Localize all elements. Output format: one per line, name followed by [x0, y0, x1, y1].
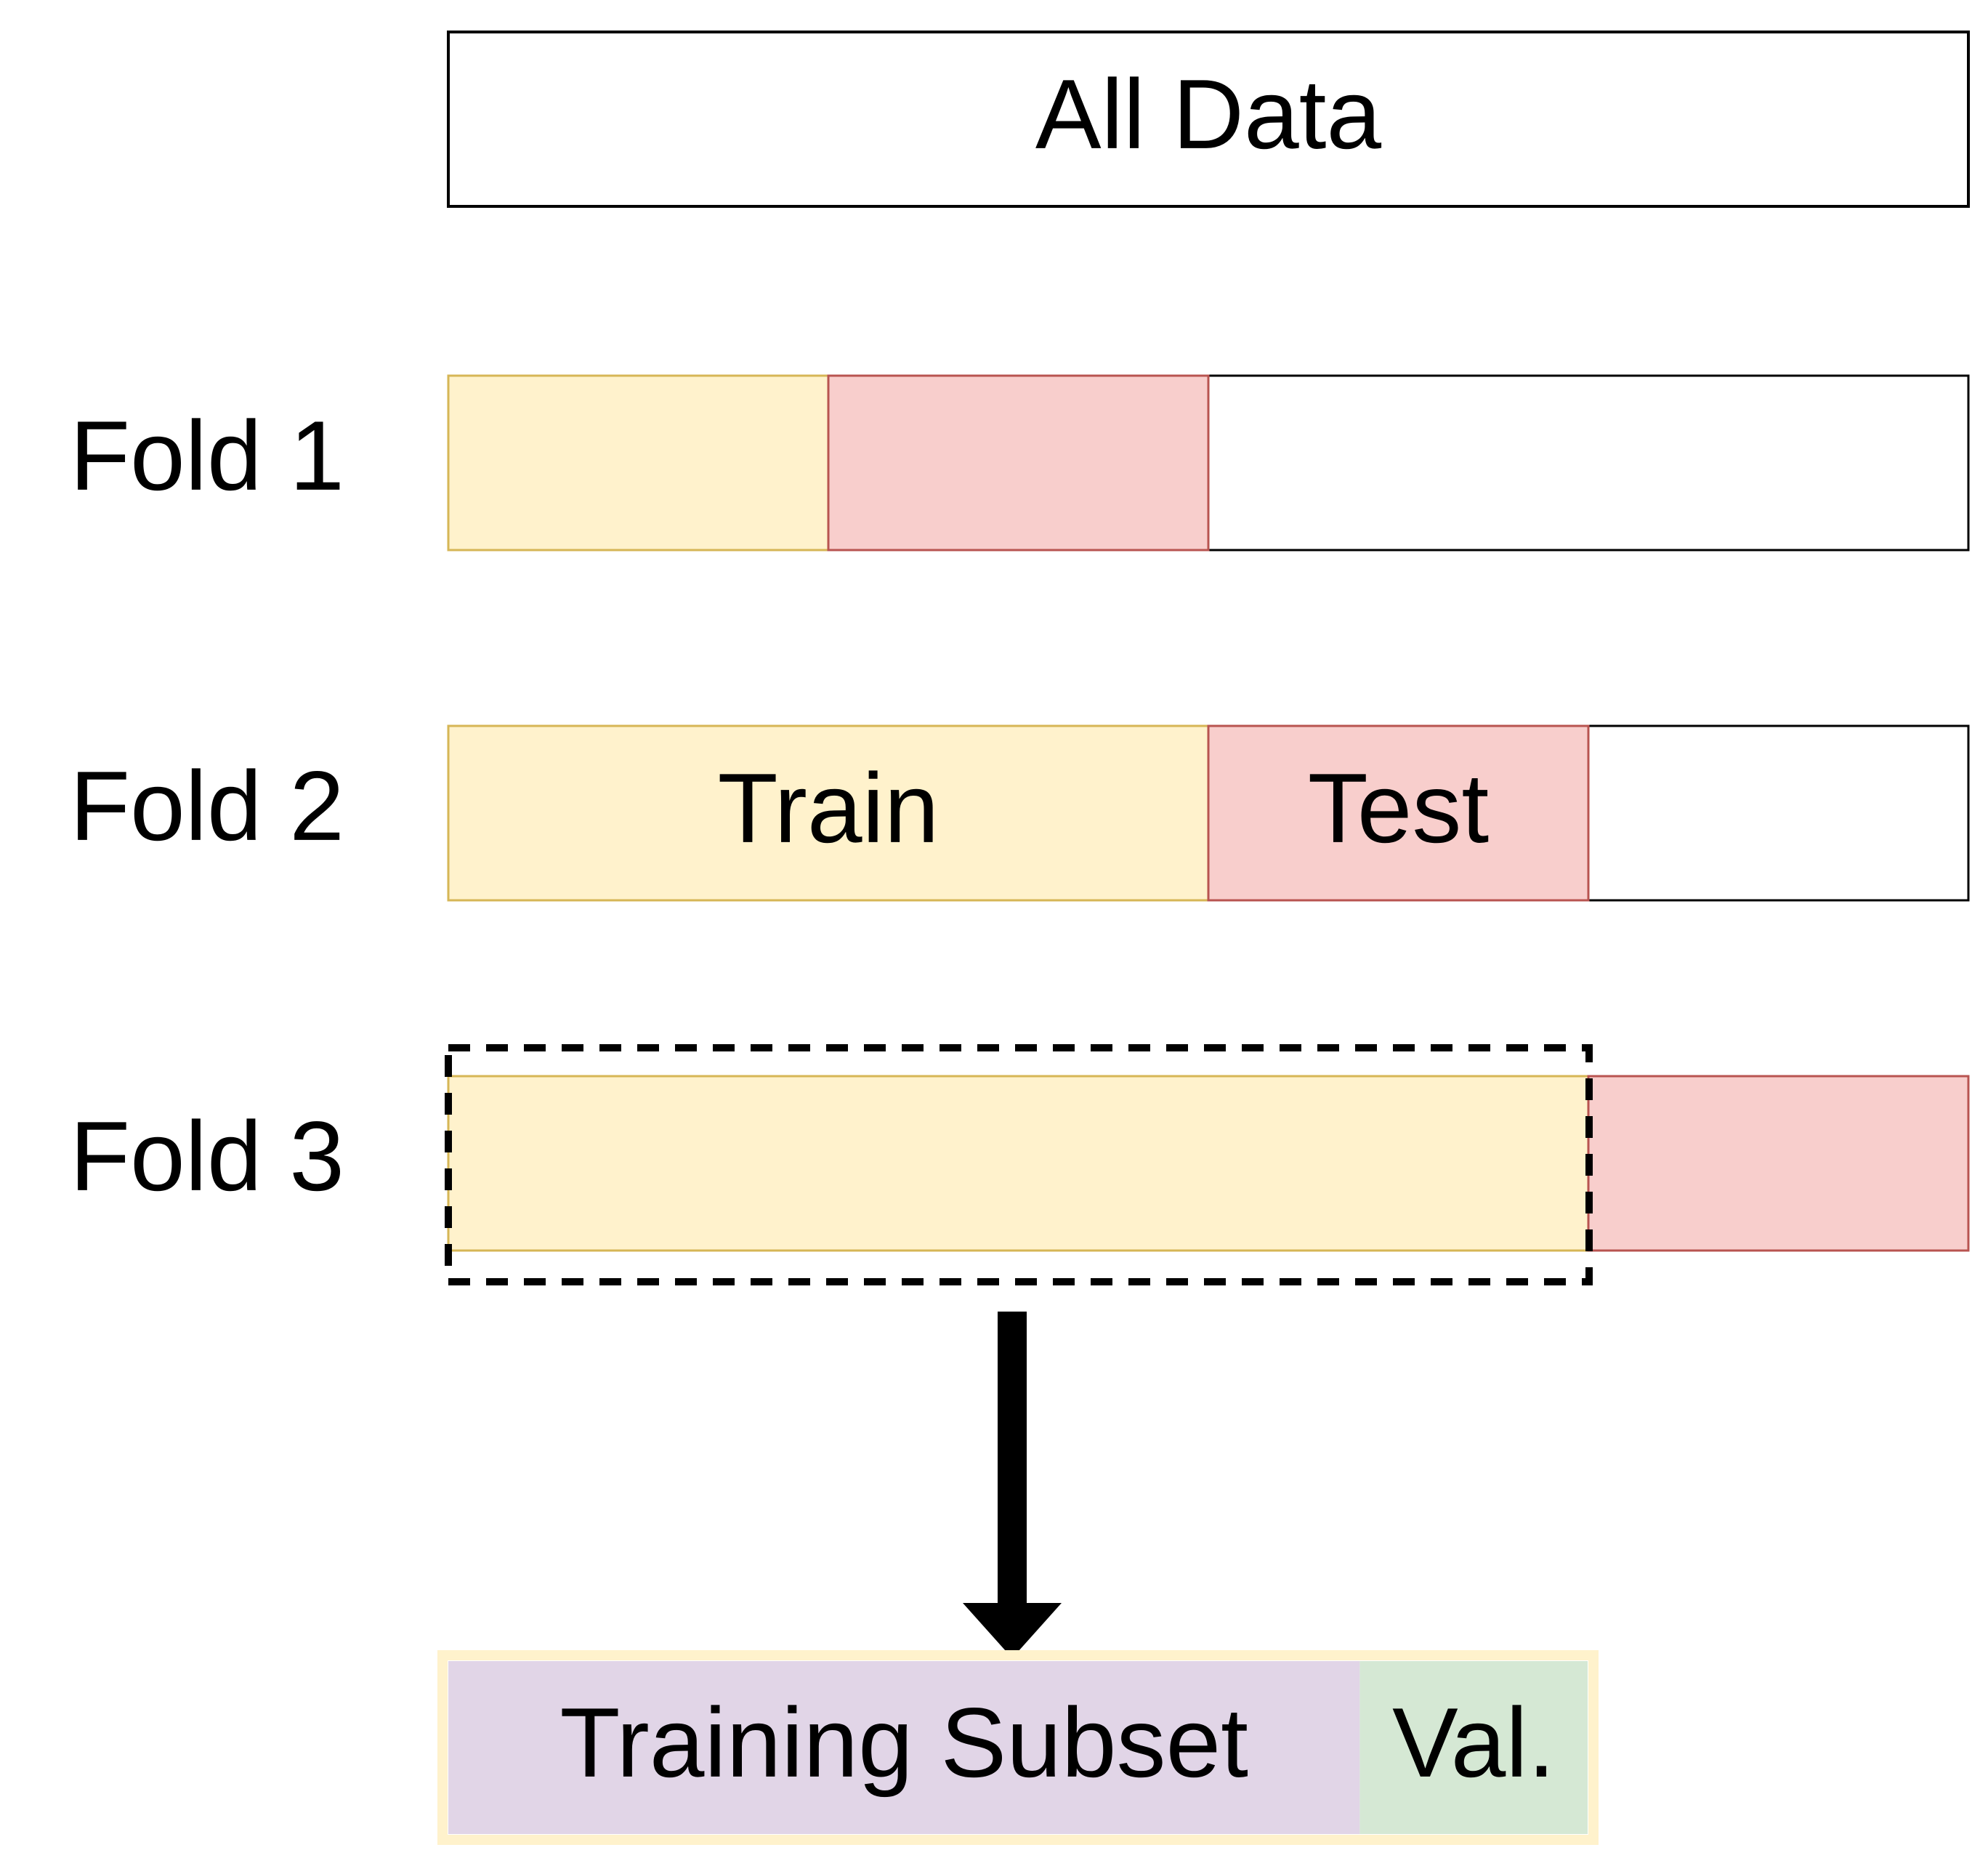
fold-2-test-label: Test — [1308, 753, 1489, 863]
subset-validation-label: Val. — [1392, 1687, 1555, 1798]
subset-validation-segment — [1359, 1661, 1588, 1834]
fold-2-unused-segment — [1587, 724, 1970, 902]
arrow-shaft — [998, 1312, 1027, 1605]
fold-1-unused-segment — [1207, 374, 1970, 552]
fold-3-train-segment — [447, 1075, 1590, 1252]
all-data-bar: All Data — [447, 31, 1970, 208]
fold-2-label: Fold 2 — [70, 751, 344, 861]
down-arrow-icon — [963, 1312, 1062, 1658]
arrow-head — [963, 1603, 1062, 1658]
fold-1-test-segment — [827, 374, 1210, 552]
fold-2-bar: Train Test — [447, 724, 1970, 902]
fold-3-test-segment — [1587, 1075, 1970, 1252]
fold-3-label: Fold 3 — [70, 1101, 344, 1211]
subset-training-subset-segment — [448, 1661, 1360, 1834]
all-data-box — [447, 31, 1970, 208]
subset-border — [437, 1650, 1599, 1845]
fold-3-train-selection — [445, 1044, 1593, 1285]
subset-training-subset-label: Training Subset — [559, 1687, 1248, 1798]
fold-2-train-segment — [447, 724, 1210, 902]
fold-3-bar — [447, 1075, 1970, 1252]
fold-2-train-label: Train — [718, 753, 940, 863]
all-data-label: All Data — [1035, 59, 1382, 169]
fold-1-bar — [447, 374, 1970, 552]
training-subset-bar: Training Subset Val. — [448, 1661, 1588, 1834]
fold-1-label: Fold 1 — [70, 400, 344, 511]
fold-1-train-segment — [447, 374, 830, 552]
fold-2-test-segment — [1207, 724, 1590, 902]
